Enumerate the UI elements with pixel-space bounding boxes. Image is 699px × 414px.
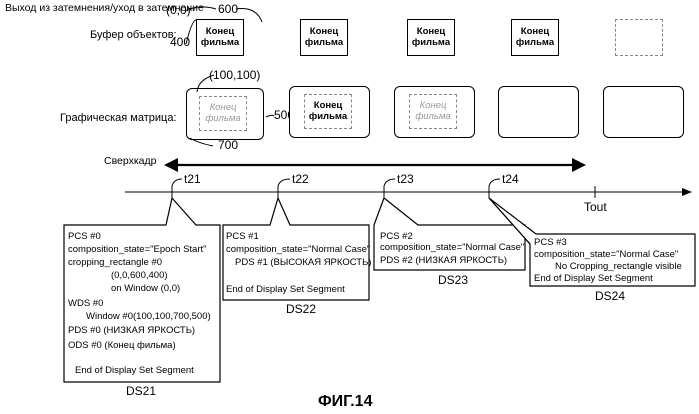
ds21-window-def: Window #0(100,100,700,500) (86, 312, 211, 322)
figure-caption: ФИГ.14 (318, 394, 372, 410)
ds24-composition-state: composition_state="Normal Case" (534, 250, 678, 260)
ds22-caption: DS22 (286, 303, 316, 315)
dimension-arc-500 (266, 115, 274, 117)
superframe-arrow-left-head (164, 158, 178, 172)
tick-label-t22: t22 (292, 173, 309, 185)
ds22-composition-state: composition_state="Normal Case" (226, 245, 370, 255)
ds21-on-window: on Window (0,0) (111, 284, 180, 294)
ds21-cropping-values: (0,0,600,400) (111, 271, 168, 281)
superframe-arrow-right-head (572, 158, 586, 172)
dimension-arc-600 (236, 9, 262, 22)
ds21-composition-state: composition_state="Epoch Start" (68, 245, 207, 255)
tick-label-t23: t23 (397, 173, 414, 185)
tick-label-t21: t21 (184, 173, 201, 185)
ds23-pds: PDS #2 (НИЗКАЯ ЯРКОСТЬ) (380, 256, 507, 266)
tick-label-tout: Tout (584, 201, 607, 213)
tick-label-t24: t24 (502, 173, 519, 185)
ds23-caption: DS23 (438, 274, 468, 286)
ds24-no-cropping: No Cropping_rectangle visible (555, 262, 682, 272)
dimension-arc-400 (186, 20, 196, 44)
ds21-caption: DS21 (126, 385, 156, 397)
ds24-end: End of Display Set Segment (534, 274, 653, 284)
ds21-end: End of Display Set Segment (75, 366, 194, 376)
ds24-pcs: PCS #3 (534, 238, 567, 248)
ds23-composition-state: composition_state="Normal Case" (380, 243, 524, 253)
dimension-arc-origin (186, 7, 216, 11)
ds21-cropping-rectangle: cropping_rectangle #0 (68, 258, 162, 268)
superframe-label: Сверхкадр (104, 156, 157, 167)
dimension-arc-700 (190, 138, 213, 146)
ds21-pds: PDS #0 (НИЗКАЯ ЯРКОСТЬ) (68, 326, 195, 336)
dimension-arc-100 (197, 75, 214, 92)
ds21-pcs: PCS #0 (68, 232, 101, 242)
ds23-pcs: PCS #2 (380, 232, 413, 242)
ds21-wds: WDS #0 (68, 299, 103, 309)
ds22-pcs: PCS #1 (226, 232, 259, 242)
ds24-caption: DS24 (595, 290, 625, 302)
ds22-end: End of Display Set Segment (226, 285, 345, 295)
ds21-ods: ODS #0 (Конец фильма) (68, 341, 176, 351)
ds22-pds: PDS #1 (ВЫСОКАЯ ЯРКОСТЬ) (235, 258, 371, 268)
time-axis-arrowhead (682, 188, 692, 196)
